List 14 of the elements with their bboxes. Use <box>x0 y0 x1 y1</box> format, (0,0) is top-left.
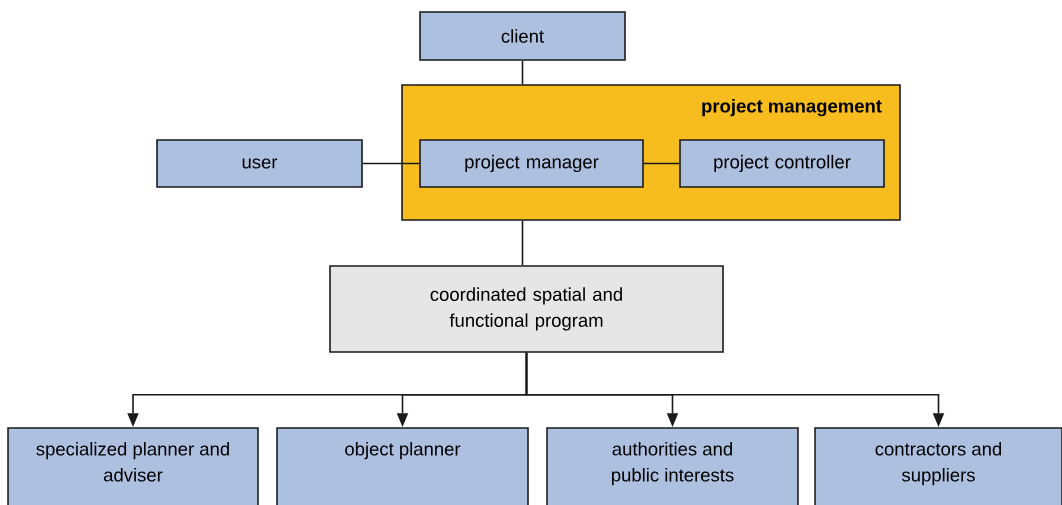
role-box: project manager <box>419 139 644 188</box>
connector-line <box>362 162 420 165</box>
connector-line <box>521 60 524 85</box>
role-box: client <box>419 11 626 61</box>
connector-line <box>643 162 680 165</box>
connector-line <box>521 220 524 266</box>
heading: project management <box>702 99 882 117</box>
role-box: specialized planner and adviser <box>7 427 259 505</box>
role-box: user <box>156 139 363 188</box>
program-box: coordinated spatial and functional program <box>329 265 724 353</box>
role-box: object planner <box>276 427 529 505</box>
role-box: contractors and suppliers <box>814 427 1062 505</box>
role-box: project controller <box>679 139 885 188</box>
role-box: authorities and public interests <box>546 427 799 505</box>
